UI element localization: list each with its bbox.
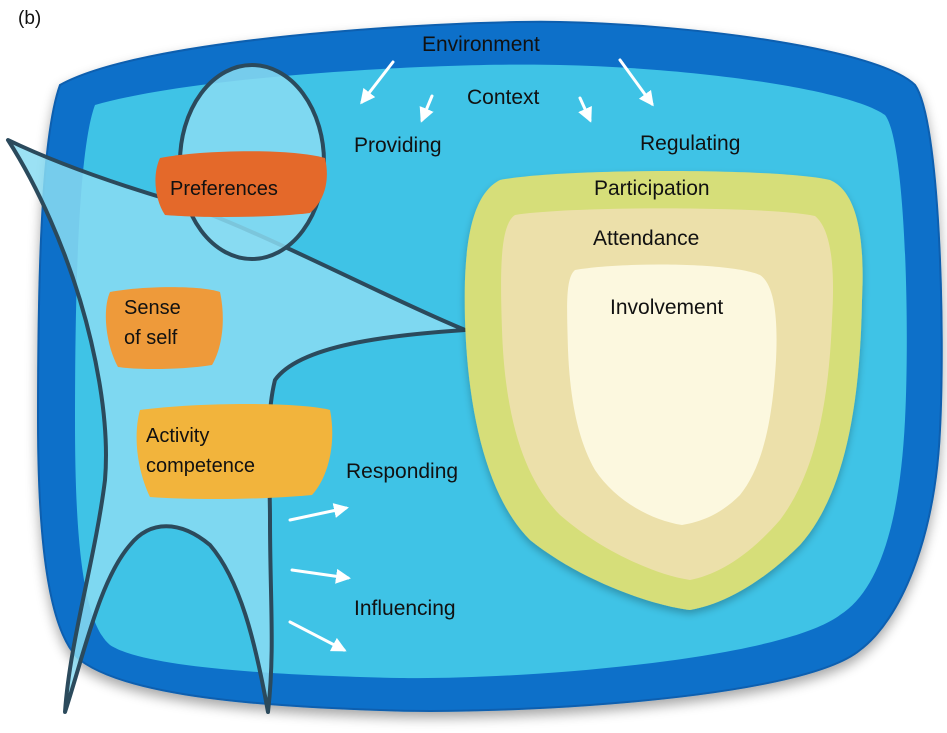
arrow-context-to-regulating: [578, 96, 592, 123]
involvement-ring: [567, 264, 777, 525]
arrow-environment-to-regulating: [618, 58, 654, 107]
arrows: [288, 58, 654, 652]
arrow-influencing: [288, 620, 347, 652]
providing-label: Providing: [354, 134, 442, 157]
environment-label: Environment: [422, 33, 540, 56]
preferences-label: Preferences: [170, 178, 278, 200]
sense-of-self-label-line1: Sense: [124, 297, 181, 319]
activity-competence-label-line1: Activity: [146, 425, 209, 447]
arrow-context-to-providing: [419, 94, 434, 123]
activity-competence-box: [136, 404, 333, 500]
arrow-responding-2: [290, 568, 351, 584]
responding-label: Responding: [346, 460, 458, 483]
sense-of-self-box: [105, 287, 223, 370]
influencing-label: Influencing: [354, 597, 456, 620]
arrow-environment-to-providing: [360, 60, 395, 105]
regulating-label: Regulating: [640, 132, 740, 155]
participation-label: Participation: [594, 177, 710, 200]
attendance-label: Attendance: [593, 227, 699, 250]
activity-competence-label-line2: competence: [146, 455, 255, 477]
preferences-box: [155, 151, 327, 218]
involvement-label: Involvement: [610, 296, 723, 319]
arrow-responding-1: [288, 503, 349, 522]
panel-label: (b): [18, 8, 41, 29]
context-label: Context: [467, 86, 540, 109]
sense-of-self-label-line2: of self: [124, 327, 178, 349]
